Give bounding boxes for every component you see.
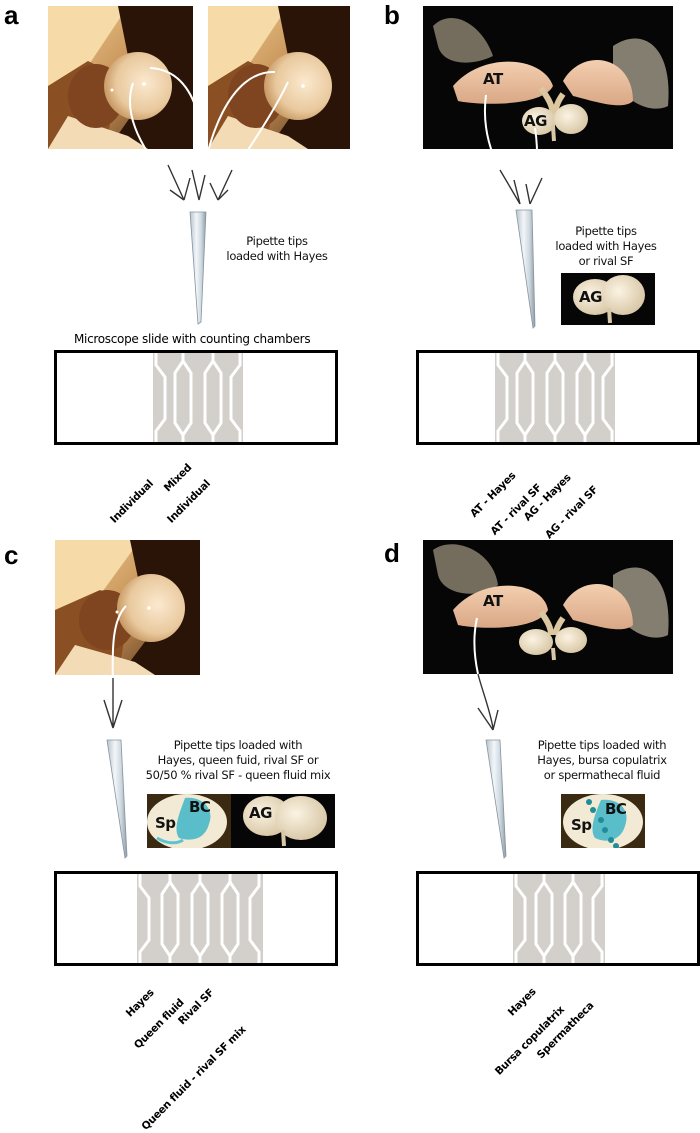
chamber-label-c-1: Hayes [123,986,157,1020]
photo-tag-at-d: AT [483,592,503,610]
ag-inset-photo-b: AG [561,273,655,325]
sp-bc-inset-photo-c: Sp BC [147,794,231,848]
pipette-tip-d[interactable] [484,738,508,862]
chamber-label-d-1: Hayes [505,985,539,1019]
pipette-label-b-line1: Pipette tips [575,224,637,238]
transfer-arrows-d [473,617,499,731]
ag-inset-photo-c: AG [231,794,335,848]
inset-tag-ag-b: AG [579,288,602,306]
photo-tag-at-b: AT [483,70,503,88]
transfer-arrows-c [103,605,127,729]
counting-chambers-b [495,353,615,442]
panel-letter-c: c [4,540,19,570]
microscope-slide-c[interactable] [54,871,338,966]
microscope-slide-a[interactable] [54,350,338,445]
microscope-slide-d[interactable] [416,871,700,966]
pipette-label-a: Pipette tips loaded with Hayes [222,234,332,264]
counting-chambers-a [153,353,243,442]
endophallus-photo-c [55,540,200,675]
male-reproductive-tract-photo-b: AT AG [423,6,673,149]
pipette-label-c: Pipette tips loaded with Hayes, queen fu… [138,738,338,783]
pipette-label-b: Pipette tips loaded with Hayes or rival … [550,224,662,269]
transfer-arrows-b [483,94,543,205]
chamber-label-c-4: Queen fluid - rival SF mix [139,1023,249,1133]
pipette-label-d: Pipette tips loaded with Hayes, bursa co… [532,738,672,783]
pipette-label-d-line1: Pipette tips loaded with [537,738,667,752]
pipette-label-d-line3: or spermathecal fluid [543,768,661,782]
pipette-label-d-line2: Hayes, bursa copulatrix [537,753,667,767]
inset-tag-bc-d: BC [605,800,627,818]
pipette-label-b-line2: loaded with Hayes [555,239,657,253]
microscope-slide-b[interactable] [416,350,700,445]
pipette-tip-c[interactable] [105,738,129,862]
inset-tag-bc-c: BC [189,798,211,816]
pipette-tip-b[interactable] [514,208,540,332]
inset-tag-ag-c: AG [249,804,272,822]
panel-letter-b: b [384,0,400,30]
counting-chambers-d [513,874,605,963]
panel-letter-d: d [384,538,400,568]
inset-tag-sp-c: Sp [155,814,176,832]
male-reproductive-tract-photo-d: AT [423,540,673,674]
chamber-label-a-2: Mixed [161,461,195,495]
pipette-label-b-line3: or rival SF [578,254,634,268]
pipette-label-c-line1: Pipette tips loaded with [173,738,303,752]
chamber-label-a-1: Individual [108,477,157,526]
photo-tag-ag-b: AG [524,112,547,130]
pipette-tip-a[interactable] [188,210,210,326]
panel-letter-a: a [4,0,19,30]
counting-chambers-c [137,874,263,963]
sp-bc-inset-photo-d: Sp BC [561,794,645,848]
pipette-label-c-line3: 50/50 % rival SF - queen fluid mix [145,768,331,782]
transfer-arrows-a [128,67,289,201]
pipette-label-a-line2: loaded with Hayes [226,249,328,263]
slide-title: Microscope slide with counting chambers [74,332,311,346]
pipette-label-c-line2: Hayes, queen fuid, rival SF or [157,753,319,767]
pipette-label-a-line1: Pipette tips [246,234,308,248]
inset-tag-sp-d: Sp [571,816,592,834]
